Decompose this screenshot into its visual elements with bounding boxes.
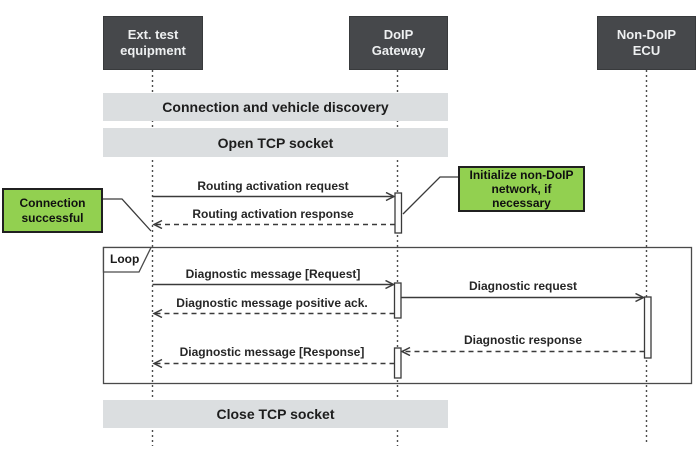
- loop-tag-label: Loop: [110, 252, 140, 266]
- band-connection-vehicle-discovery: Connection and vehicle discovery: [103, 93, 448, 121]
- note-initialize-non-doip-network: Initialize non-DoIP network, if necessar…: [458, 166, 585, 212]
- activation-bar-gateway-routing: [394, 192, 403, 234]
- message-label-diagnostic-request: Diagnostic request: [468, 279, 578, 293]
- actor-non-doip-ecu: Non-DoIP ECU: [597, 16, 696, 70]
- band-label: Close TCP socket: [216, 406, 335, 422]
- loop-frame: [102, 246, 693, 385]
- message-label-diagnostic-message-response: Diagnostic message [Response]: [179, 345, 365, 359]
- actor-label: DoIP Gateway: [371, 26, 426, 58]
- message-label-diagnostic-response: Diagnostic response: [463, 333, 583, 347]
- note-connection-successful: Connection successful: [2, 188, 103, 233]
- activation-bar-gateway-response: [393, 347, 402, 379]
- actor-doip-gateway: DoIP Gateway: [349, 16, 448, 70]
- message-label-diagnostic-message-request: Diagnostic message [Request]: [185, 267, 361, 281]
- callout-line-initialize-network: [402, 176, 458, 215]
- loop-tag: [102, 246, 153, 273]
- activation-bar-gateway-request: [393, 282, 402, 319]
- message-label-routing-activation-response: Routing activation response: [192, 207, 354, 221]
- actor-ext-test-equipment: Ext. test equipment: [103, 16, 203, 70]
- activation-bar-ecu: [643, 296, 652, 359]
- message-label-diagnostic-message-positive-ack: Diagnostic message positive ack.: [176, 296, 368, 310]
- actor-label: Non-DoIP ECU: [616, 26, 677, 58]
- callout-line-connection-successful: [103, 198, 152, 232]
- band-label: Connection and vehicle discovery: [162, 99, 389, 115]
- band-close-tcp-socket: Close TCP socket: [103, 400, 448, 428]
- band-label: Open TCP socket: [217, 134, 334, 151]
- note-label: Initialize non-DoIP network, if necessar…: [469, 167, 574, 211]
- actor-label: Ext. test equipment: [120, 26, 186, 58]
- message-label-routing-activation-request: Routing activation request: [197, 179, 349, 193]
- note-label: Connection successful: [19, 196, 86, 225]
- band-open-tcp-socket: Open TCP socket: [103, 128, 448, 157]
